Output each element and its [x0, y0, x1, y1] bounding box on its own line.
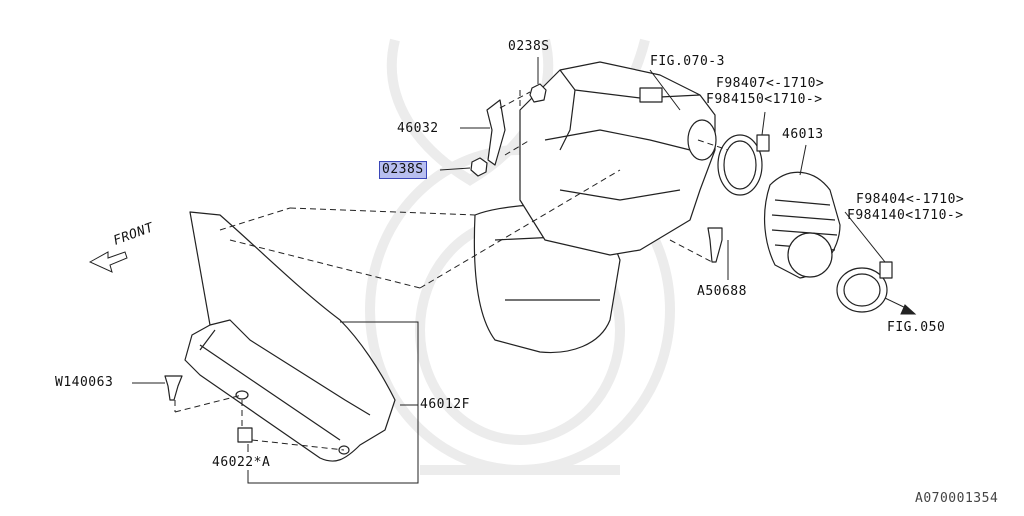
- nut-highlighted: [470, 157, 488, 177]
- bolt-part: [707, 227, 723, 263]
- grommet-part: [237, 427, 253, 443]
- part-label-f98407[interactable]: F98407<-1710>: [716, 76, 825, 91]
- bracket-part: [486, 99, 506, 166]
- part-label-46022a[interactable]: 46022*A: [212, 455, 271, 470]
- figure-ref-050[interactable]: FIG.050: [887, 320, 946, 335]
- part-label-f984150[interactable]: F984150<1710->: [706, 92, 823, 107]
- clip-part: [164, 375, 183, 401]
- part-label-a50688[interactable]: A50688: [697, 284, 747, 299]
- part-label-w140063[interactable]: W140063: [55, 375, 114, 390]
- nut-top: [529, 83, 547, 103]
- front-arrow-icon: [88, 251, 128, 273]
- part-label-46012f[interactable]: 46012F: [420, 397, 470, 412]
- part-label-f984140[interactable]: F984140<1710->: [847, 208, 964, 223]
- airbox-upper-part: [519, 61, 716, 256]
- intake-cover-part: [184, 211, 396, 462]
- diagram-id: A070001354: [915, 491, 999, 506]
- part-label-46013[interactable]: 46013: [782, 127, 824, 142]
- part-label-f98404[interactable]: F98404<-1710>: [856, 192, 965, 207]
- part-label-46032[interactable]: 46032: [397, 121, 439, 136]
- clamp-upper: [717, 134, 763, 196]
- part-label-0238s-highlighted[interactable]: 0238S: [379, 161, 427, 179]
- part-label-0238s-top[interactable]: 0238S: [508, 39, 550, 54]
- figure-ref-070-3[interactable]: FIG.070-3: [650, 54, 725, 69]
